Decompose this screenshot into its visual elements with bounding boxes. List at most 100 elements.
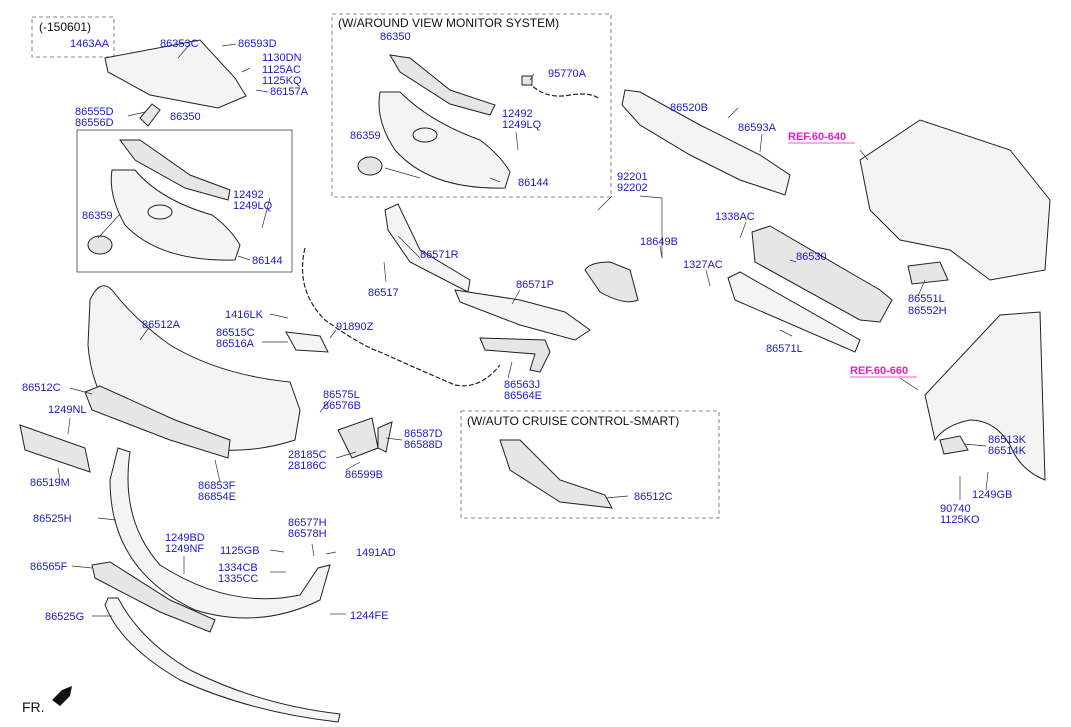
grille-part: [110, 169, 241, 261]
part-label: 18649B: [640, 236, 678, 248]
upper-bracket-part: [104, 39, 247, 109]
part-label: 28186C: [288, 460, 327, 472]
part-label: 1327AC: [683, 259, 723, 271]
body-structure-ref: [859, 119, 1051, 281]
auto-cruise-label: (W/AUTO CRUISE CONTROL-SMART): [467, 414, 679, 428]
part-label: 1335CC: [218, 573, 258, 585]
front-bumper-cover-part: [87, 285, 301, 451]
part-label: 86555D: [75, 106, 114, 118]
part-label: 86525G: [45, 611, 84, 623]
part-label: 1416LK: [225, 309, 264, 321]
camera-unit: [521, 75, 533, 86]
auto-cruise-box: [460, 410, 720, 519]
part-label: 1338AC: [715, 211, 755, 223]
av-grille-upper-molding: [389, 54, 496, 116]
part-label: 86512C: [22, 382, 61, 394]
part-label: 86359: [82, 210, 113, 222]
lower-absorber-part: [727, 271, 861, 353]
part-label: 86525H: [33, 513, 72, 525]
grille-assembly-box: [76, 129, 293, 273]
part-label: 1130DN: [262, 52, 302, 64]
part-label: 86571R: [420, 249, 459, 261]
grille-upper-molding: [119, 139, 231, 201]
part-label: 86587D: [404, 428, 443, 440]
early-model-label: (-150601): [39, 20, 91, 34]
part-label: 86512C: [634, 491, 673, 503]
fog-lamp-part: [584, 261, 639, 303]
part-label: 86578H: [288, 528, 327, 540]
around-view-label: (W/AROUND VIEW MONITOR SYSTEM): [338, 16, 559, 30]
part-label: 86157A: [270, 86, 309, 98]
part-label: 1249GB: [972, 489, 1012, 501]
part-label: 86512A: [142, 319, 181, 331]
side-bracket-part: [139, 103, 161, 127]
part-label: 86516A: [216, 338, 255, 350]
part-label: 86144: [518, 177, 549, 189]
skid-plate-part: [91, 561, 216, 633]
part-label: 1125GB: [220, 545, 260, 557]
part-label: 1334CB: [218, 562, 258, 574]
av-grille-part: [378, 91, 511, 189]
part-label: 86517: [368, 287, 399, 299]
part-label: 28185C: [288, 449, 327, 461]
fog-bezel-part: [285, 331, 329, 353]
part-label: 86599B: [345, 469, 383, 481]
part-label: 92202: [617, 182, 648, 194]
lower-strip-part: [104, 597, 341, 723]
part-label: 86564E: [504, 390, 542, 402]
part-label: 86593A: [738, 122, 777, 134]
part-label: 1249LQ: [233, 200, 273, 212]
part-label: 86571P: [516, 279, 554, 291]
side-marker-part: [939, 435, 969, 455]
front-fender-ref: [924, 311, 1046, 481]
air-guard-rh-part: [384, 203, 471, 293]
part-label: 1249NL: [48, 404, 87, 416]
back-beam-part: [751, 225, 893, 323]
part-label: 86565F: [30, 561, 68, 573]
part-label: 90740: [940, 503, 971, 515]
air-guard-lh-part: [454, 289, 591, 341]
part-label: 91890Z: [336, 321, 374, 333]
part-label: 86359: [350, 130, 381, 142]
part-label: 12492: [233, 189, 264, 201]
part-label: 1249NF: [165, 543, 204, 555]
part-label: 86513K: [988, 434, 1027, 446]
part-label: 86577H: [288, 517, 327, 529]
part-label: 1491AD: [356, 547, 396, 559]
side-bracket-rh-part: [377, 421, 393, 453]
part-label: 86588D: [404, 439, 443, 451]
part-label: 86530: [796, 251, 827, 263]
part-label: 86593D: [238, 38, 277, 50]
part-label: 86575L: [323, 389, 360, 401]
part-label: 86515C: [216, 327, 255, 339]
bumper-bracket-part: [907, 261, 949, 285]
part-label: 86519M: [30, 477, 70, 489]
license-plate-bracket-part: [19, 424, 91, 473]
radar-cover-part: [499, 439, 613, 509]
part-label: 86350: [170, 111, 201, 123]
part-label: 1463AA: [70, 38, 110, 50]
part-label: 1125AC: [262, 64, 301, 76]
side-bracket-lh-part: [337, 417, 379, 459]
part-label: 86563J: [504, 379, 540, 391]
av-emblem-part: [357, 156, 383, 176]
part-label: 1125KQ: [262, 75, 302, 87]
front-direction-arrow-icon: [52, 686, 72, 706]
part-label: 86853F: [198, 480, 236, 492]
lower-grille-part: [84, 385, 231, 459]
part-label: 1244FE: [350, 610, 389, 622]
part-label: 86514K: [988, 445, 1027, 457]
av-grille-emblem-mount: [412, 127, 438, 143]
part-label: 86144: [252, 255, 283, 267]
lower-bumper-lip-part: [109, 447, 331, 619]
part-label: 12492: [502, 108, 533, 120]
camera-harness: [527, 81, 599, 99]
part-label: 86552H: [908, 305, 947, 317]
part-label: 86520B: [670, 102, 708, 114]
part-label: 86350: [380, 31, 411, 43]
part-label: 95770A: [548, 68, 587, 80]
part-label: 86571L: [766, 343, 803, 355]
grille-emblem-mount: [147, 204, 173, 220]
early-model-box: [31, 16, 115, 58]
